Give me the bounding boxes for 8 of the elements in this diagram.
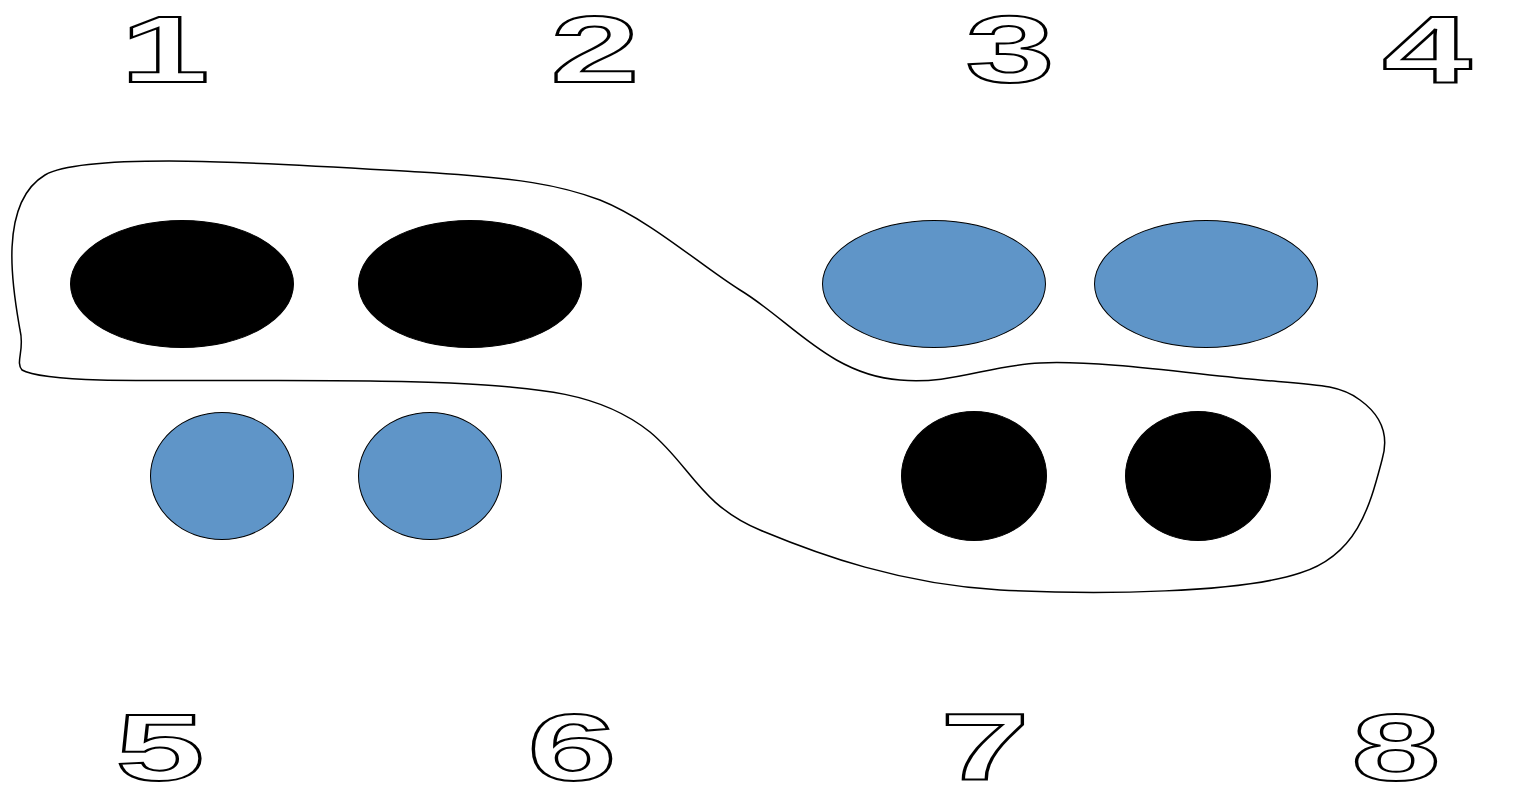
number-label: 7 — [940, 712, 1030, 784]
number-label: 8 — [1351, 712, 1441, 784]
number-label: 4 — [1382, 14, 1472, 86]
number-label: 3 — [965, 14, 1055, 86]
number-label: 6 — [527, 712, 617, 784]
number-label: 2 — [550, 14, 640, 86]
number-label: 1 — [120, 14, 210, 86]
number-label: 5 — [115, 712, 205, 784]
